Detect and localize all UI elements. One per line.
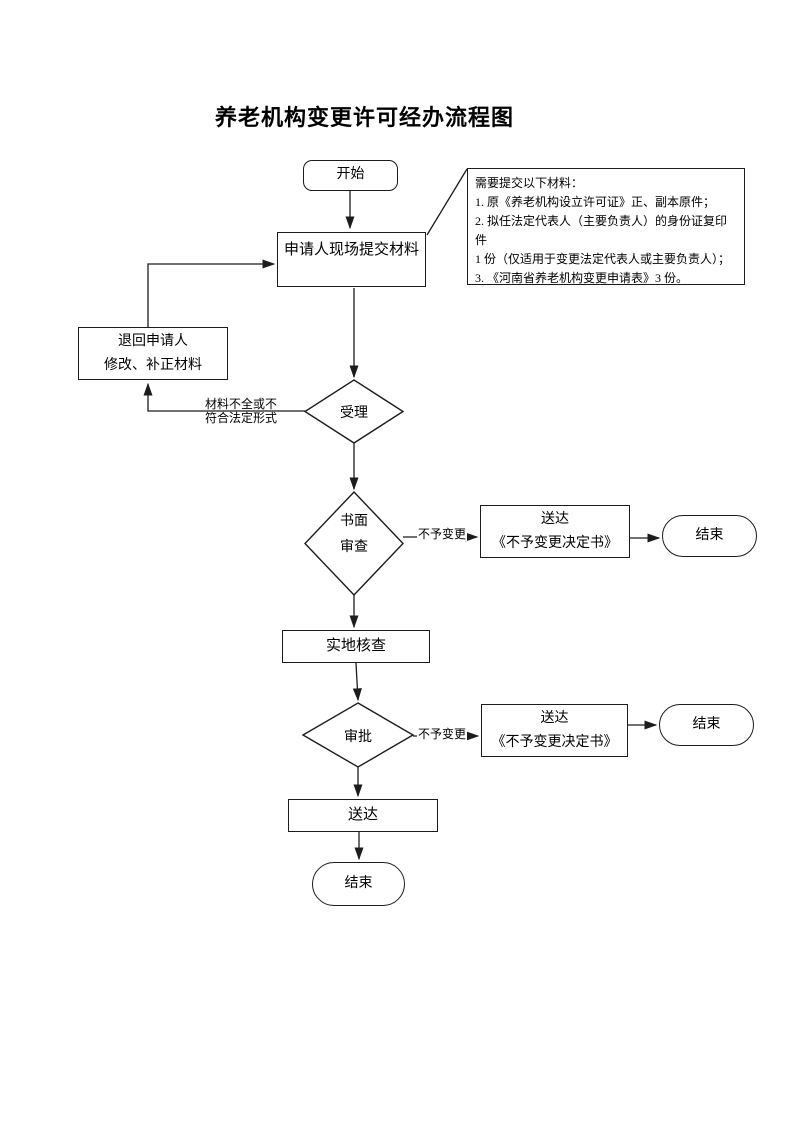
edge-label-no-change-bottom: 不予变更 (417, 727, 468, 741)
callout-line: 3. 《河南省养老机构变更申请表》3 份。 (475, 271, 689, 285)
node-deliver: 送达 (288, 799, 438, 832)
return-line1: 退回申请人 (118, 334, 188, 349)
node-written-review-label: 书面 审查 (314, 509, 394, 561)
edge-label-incomplete-materials: 材料不全或不 符合法定形式 (205, 397, 277, 425)
written-review-diamond-shape (304, 490, 404, 597)
node-accept-label: 受理 (340, 406, 368, 421)
edge-return-to-submit (147, 259, 276, 327)
deliver2-line2: 《不予变更决定书》 (491, 735, 618, 750)
callout-connector (426, 168, 468, 236)
edge-label-incomplete-line2: 符合法定形式 (205, 411, 278, 425)
callout-line: 需要提交以下材料： (475, 176, 584, 190)
written-review-line1: 书面 (340, 514, 368, 529)
node-onsite-check: 实地核查 (282, 630, 430, 663)
edge-accept-to-return (143, 382, 305, 412)
node-deliver-no-change-1: 送达 《不予变更决定书》 (480, 505, 630, 558)
node-deliver-no-change-2: 送达 《不予变更决定书》 (481, 704, 628, 757)
approve-diamond-shape (301, 702, 415, 768)
node-approve-label: 审批 (344, 730, 372, 745)
node-end-2: 结束 (659, 704, 754, 746)
node-end-1: 结束 (662, 515, 757, 557)
node-submit-materials: 申请人现场提交材料 (277, 232, 426, 287)
node-start: 开始 (303, 160, 398, 191)
deliver1-line2: 《不予变更决定书》 (492, 536, 618, 551)
deliver2-line1: 送达 (540, 711, 569, 726)
edge-label-no-change-top: 不予变更 (417, 527, 468, 541)
page-title: 养老机构变更许可经办流程图 (215, 105, 515, 130)
materials-callout: 需要提交以下材料： 1. 原《养老机构设立许可证》正、副本原件； 2. 拟任法定… (467, 168, 745, 285)
return-line2: 修改、补正材料 (104, 358, 202, 373)
edge-label-incomplete-line1: 材料不全或不 (205, 397, 278, 411)
node-return-to-applicant: 退回申请人 修改、补正材料 (78, 327, 228, 380)
callout-line: 1 份（仅适用于变更法定代表人或主要负责人）； (475, 252, 731, 266)
written-review-line2: 审查 (340, 540, 368, 555)
edge-onsite-to-approve (352, 662, 362, 702)
deliver1-line1: 送达 (541, 512, 569, 527)
node-end-3: 结束 (312, 862, 405, 906)
accept-diamond-shape (303, 379, 405, 444)
callout-line: 1. 原《养老机构设立许可证》正、副本原件； (475, 195, 716, 209)
callout-line: 2. 拟任法定代表人（主要负责人）的身份证复印件 (475, 214, 728, 247)
